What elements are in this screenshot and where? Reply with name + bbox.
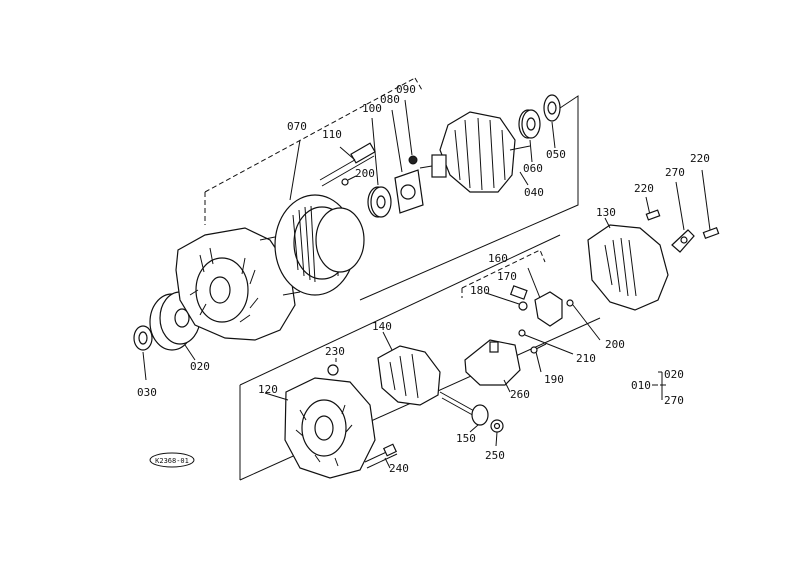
label-030: 030 (137, 386, 157, 399)
part-180-bushing (485, 292, 528, 311)
label-190: 190 (544, 373, 564, 386)
label-080: 080 (380, 93, 400, 106)
key-label-top: 020 (664, 368, 684, 381)
label-200-upper: 200 (355, 167, 375, 180)
stamp-code: K2368-01 (155, 457, 189, 465)
part-labels: 070 110 100 080 090 200 060 050 040 020 … (137, 83, 710, 475)
label-040: 040 (524, 186, 544, 199)
label-210: 210 (576, 352, 596, 365)
label-150: 150 (456, 432, 476, 445)
part-040-rotor (419, 111, 531, 193)
label-050: 050 (546, 148, 566, 161)
part-260-brush-holder (464, 339, 521, 393)
part-150-terminal-bolt (439, 391, 489, 433)
part-190-screw (530, 343, 547, 373)
upper-group-bracket (204, 77, 579, 301)
label-200-lower: 200 (605, 338, 625, 351)
part-210-screw (518, 329, 574, 355)
key-label-left: 010 (631, 379, 651, 392)
label-230: 230 (325, 345, 345, 358)
part-170-insulator (509, 285, 528, 300)
label-070: 070 (287, 120, 307, 133)
part-060-bearing (518, 109, 541, 163)
part-080-retainer-plate (391, 109, 424, 214)
label-090: 090 (396, 83, 416, 96)
part-130-rear-cover (587, 217, 669, 311)
part-220-bolt-left (645, 196, 661, 221)
assembly-key (652, 371, 666, 400)
label-220-right: 220 (690, 152, 710, 165)
label-260: 260 (510, 388, 530, 401)
label-120: 120 (258, 383, 278, 396)
label-020: 020 (190, 360, 210, 373)
label-240: 240 (389, 462, 409, 475)
part-030-nut (133, 325, 153, 381)
part-250-nut (490, 419, 504, 447)
part-270-terminal-bracket (671, 181, 695, 253)
label-180: 180 (470, 284, 490, 297)
label-270: 270 (665, 166, 685, 179)
label-170: 170 (497, 270, 517, 283)
part-front-housing (175, 227, 301, 341)
key-label-bottom: 270 (664, 394, 684, 407)
label-100: 100 (362, 102, 382, 115)
label-110: 110 (322, 128, 342, 141)
part-140-rectifier (377, 331, 441, 406)
part-240-bolt (364, 443, 398, 469)
label-220-left: 220 (634, 182, 654, 195)
label-140: 140 (372, 320, 392, 333)
part-050-seal (543, 94, 561, 149)
label-250: 250 (485, 449, 505, 462)
stamp-code-oval (149, 452, 195, 468)
label-060: 060 (523, 162, 543, 175)
part-220-bolt-right (701, 169, 720, 239)
label-130: 130 (596, 206, 616, 219)
part-070-stator (274, 139, 365, 296)
part-110-through-bolt (319, 142, 376, 187)
part-090-screw (404, 99, 418, 165)
label-160: 160 (488, 252, 508, 265)
part-160-rectifier-holder (527, 267, 563, 327)
part-200-screw-upper (341, 175, 357, 186)
part-100-bearing (367, 117, 392, 218)
part-200-screw-lower (566, 299, 601, 341)
part-120-rear-housing (264, 377, 376, 479)
part-230-nut (327, 358, 339, 376)
